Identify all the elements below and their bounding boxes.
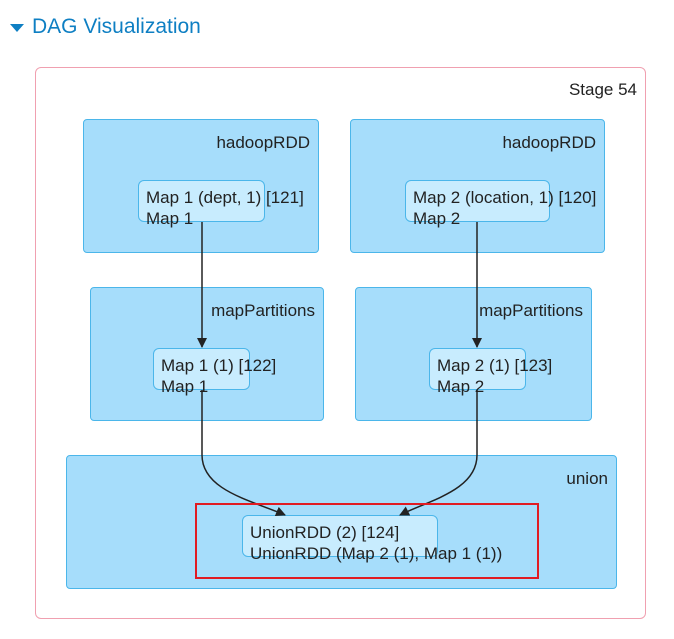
cluster-label: hadoopRDD [502,133,596,152]
rdd-node-122[interactable]: Map 1 (1) [122] Map 1 [153,348,276,396]
rdd-node-124[interactable]: UnionRDD (2) [124] UnionRDD (Map 2 (1), … [242,515,502,563]
node-subtitle: Map 2 [437,377,485,396]
caret-down-icon [10,24,24,32]
node-subtitle: Map 2 [413,209,461,228]
dag-visualization-toggle[interactable]: DAG Visualization [10,12,201,42]
cluster-label: mapPartitions [479,301,583,320]
node-title: Map 1 (1) [122] [161,356,277,375]
cluster-label: union [566,469,608,488]
rdd-node-120[interactable]: Map 2 (location, 1) [120] Map 2 [405,180,596,228]
node-subtitle: Map 1 [161,377,209,396]
node-subtitle: UnionRDD (Map 2 (1), Map 1 (1)) [250,544,503,563]
cluster-label: mapPartitions [211,301,315,320]
node-subtitle: Map 1 [146,209,194,228]
node-title: UnionRDD (2) [124] [250,523,400,542]
stage-label: Stage 54 [568,80,637,99]
node-title: Map 2 (1) [123] [437,356,553,375]
rdd-node-123[interactable]: Map 2 (1) [123] Map 2 [429,348,552,396]
rdd-node-121[interactable]: Map 1 (dept, 1) [121] Map 1 [138,180,304,228]
cluster-label: hadoopRDD [216,133,310,152]
node-title: Map 2 (location, 1) [120] [413,188,597,207]
section-title: DAG Visualization [32,15,201,38]
node-title: Map 1 (dept, 1) [121] [146,188,304,207]
cluster-hadoop-rdd-1: hadoopRDD [83,119,319,253]
